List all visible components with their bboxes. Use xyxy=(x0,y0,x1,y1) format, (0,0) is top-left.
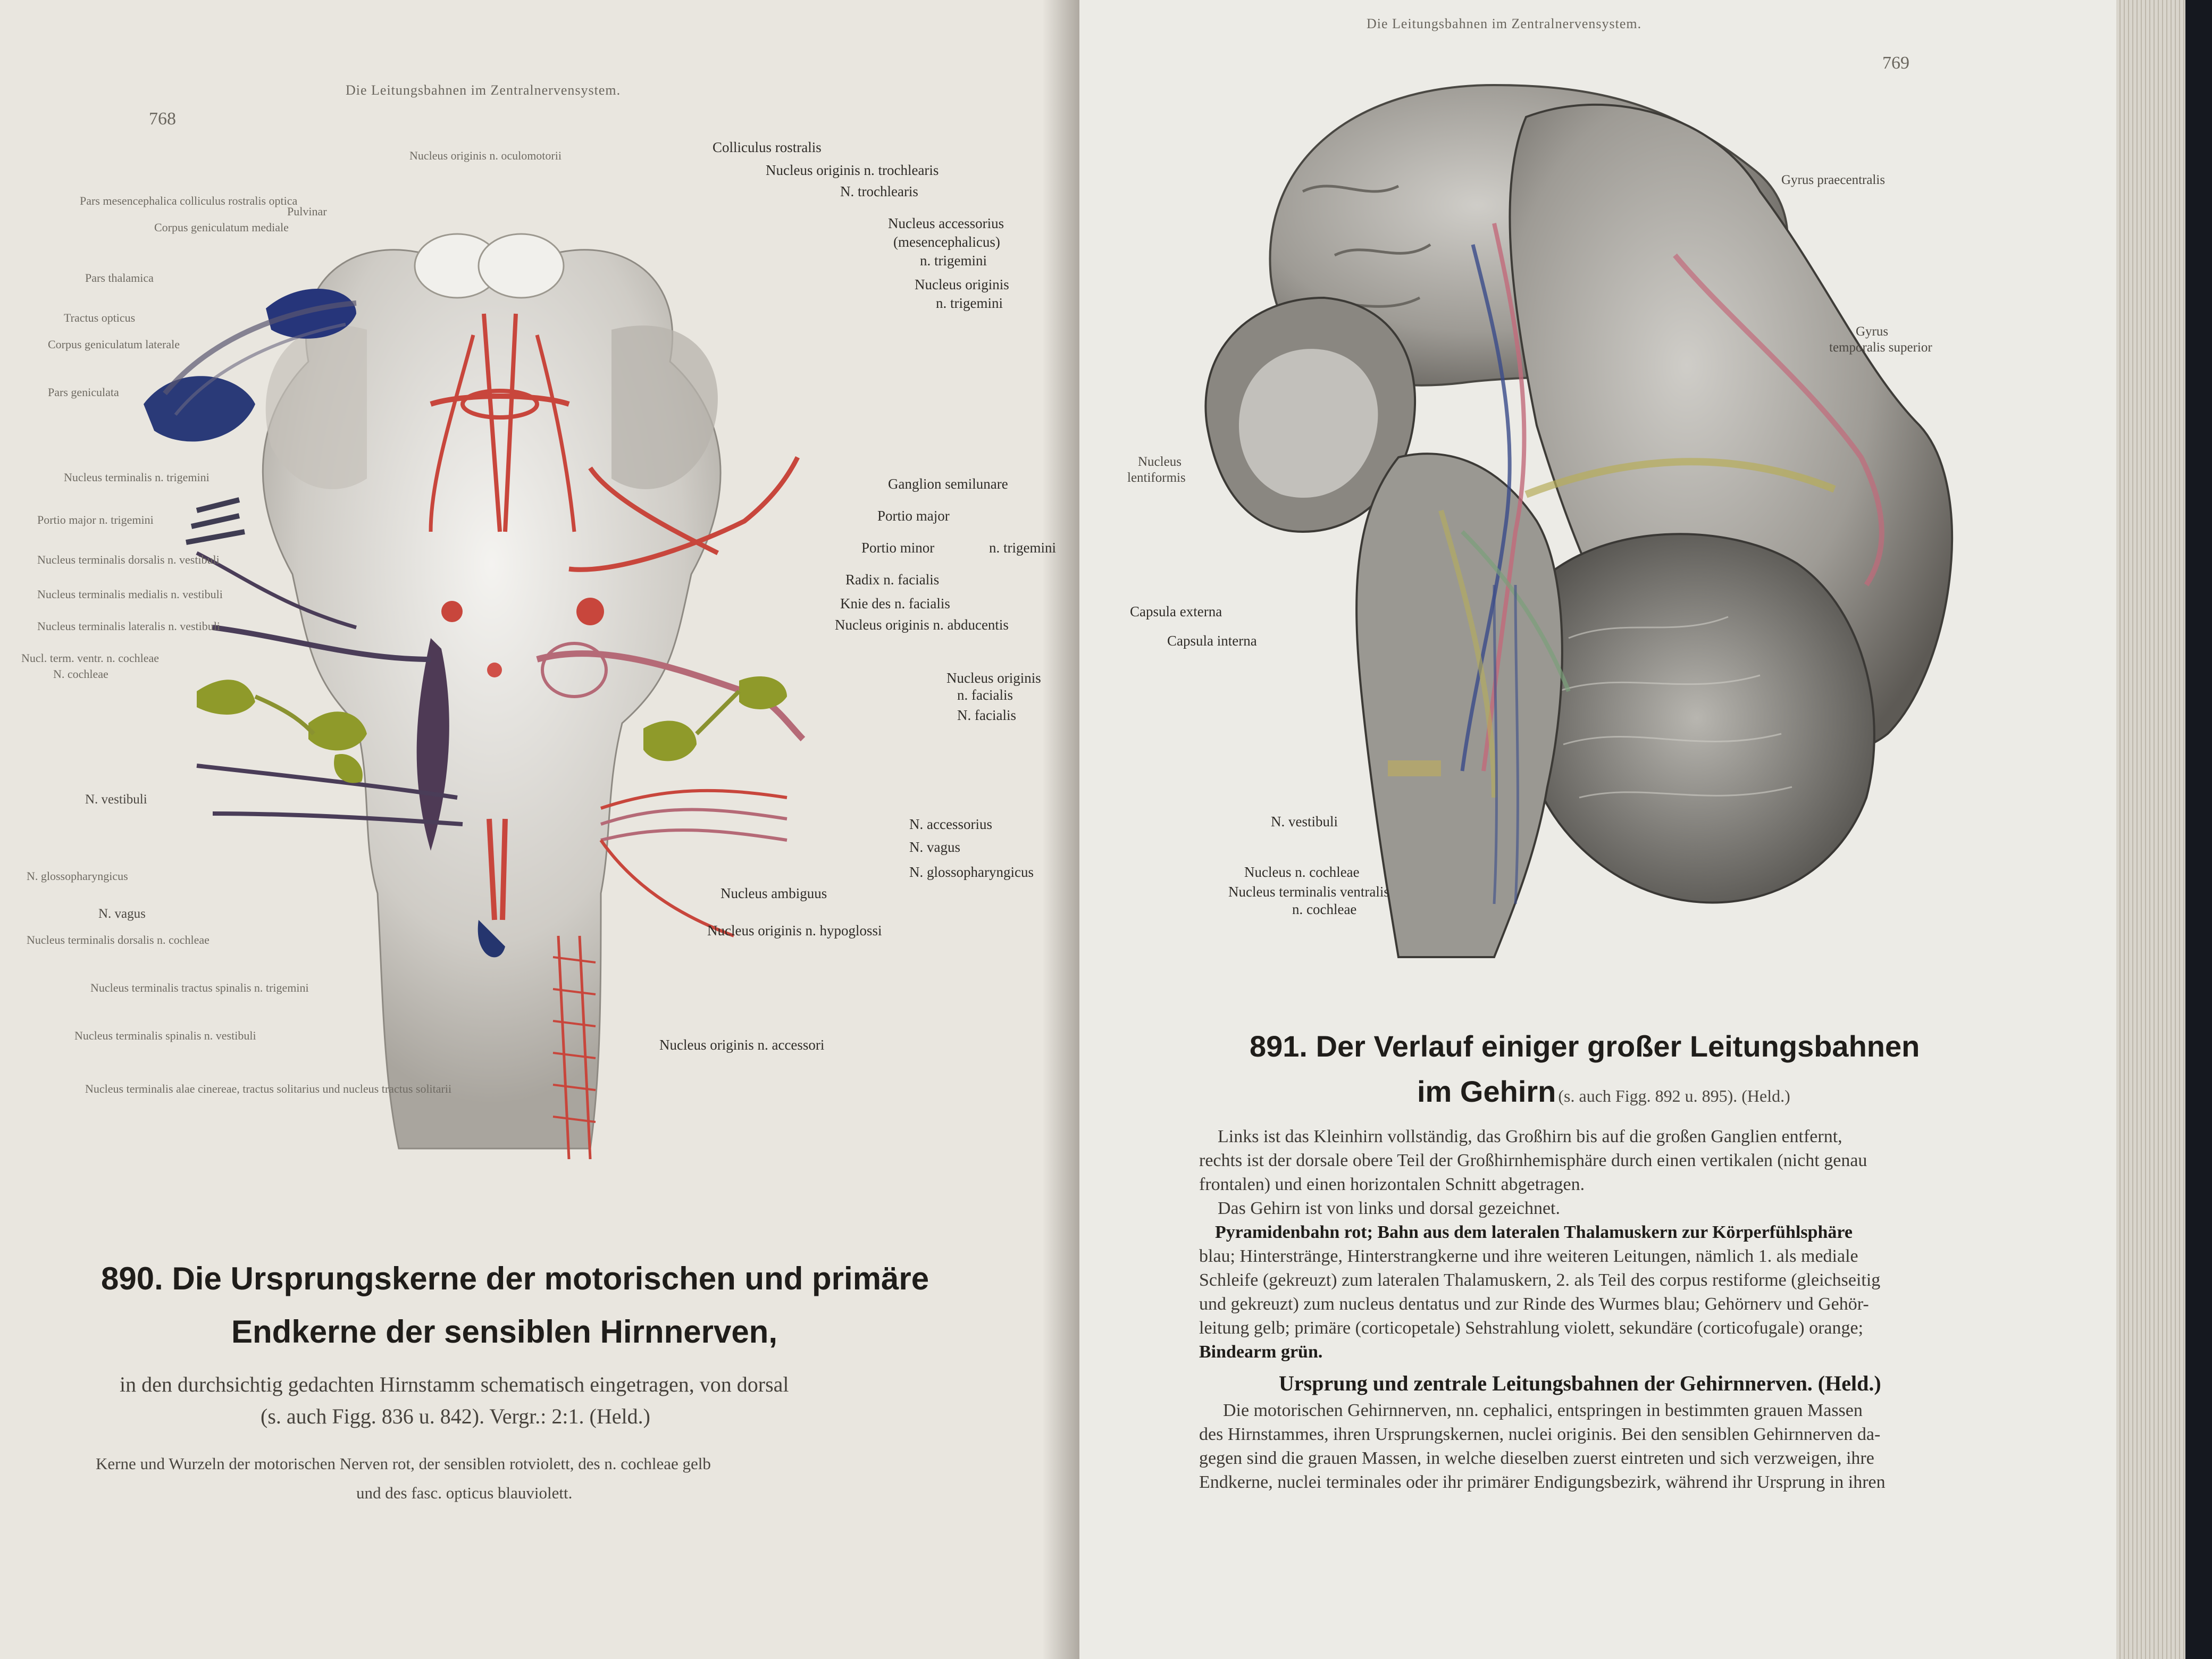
label-left-5: Tractus opticus xyxy=(64,311,136,324)
label-nucleus-accessorius: Nucleus accessorius xyxy=(888,215,1004,231)
label-nucleus-terminalis-2: n. cochleae xyxy=(1292,901,1357,917)
figure-890-sub-1: in den durchsichtig gedachten Hirnstamm … xyxy=(120,1372,789,1396)
label-n-vagus-left: N. vagus xyxy=(98,907,146,921)
body-line-6: Schleife (gekreuzt) zum lateralen Thalam… xyxy=(1199,1270,1881,1290)
label-nucleus-lentiformis-2: lentiformis xyxy=(1127,471,1186,485)
label-left-12: Nucleus terminalis lateralis n. vestibul… xyxy=(37,619,220,633)
figure-891-title-line2: im Gehirn (s. auch Figg. 892 u. 895). (H… xyxy=(1417,1074,1790,1109)
label-nucleus-originis-fac: Nucleus originis xyxy=(946,670,1041,686)
figure-890-sub-2: (s. auch Figg. 836 u. 842). Vergr.: 2:1.… xyxy=(261,1404,650,1428)
running-head: Die Leitungsbahnen im Zentralnervensyste… xyxy=(1367,16,1642,31)
label-nucleus-lentiformis-1: Nucleus xyxy=(1138,455,1182,469)
label-portio-major: Portio major xyxy=(877,508,950,524)
figure-number: 890. xyxy=(101,1261,163,1296)
label-n-facialis-1: n. facialis xyxy=(957,687,1013,703)
brain-illustration xyxy=(1204,83,1953,958)
label-left-0: Pars mesencephalica colliculus rostralis… xyxy=(80,194,298,207)
label-n-trigemini-2: n. trigemini xyxy=(936,295,1003,311)
label-left-10: Nucleus terminalis dorsalis n. vestibuli xyxy=(37,553,220,566)
label-left-14: N. cochleae xyxy=(53,667,108,681)
section-line-2: gegen sind die grauen Massen, in welche … xyxy=(1199,1448,1874,1468)
section-line-3: Endkerne, nuclei terminales oder ihr pri… xyxy=(1199,1472,1886,1492)
label-nucleus-abducentis: Nucleus originis n. abducentis xyxy=(835,617,1009,633)
label-n-glossopharyngicus-right: N. glossopharyngicus xyxy=(909,864,1034,880)
label-left-20: Nucleus terminalis spinalis n. vestibuli xyxy=(74,1029,256,1042)
label-portio-minor: Portio minor xyxy=(861,540,935,556)
label-n-vestibuli-left: N. vestibuli xyxy=(85,792,147,807)
body-line-4: Pyramidenbahn rot; Bahn aus dem laterale… xyxy=(1215,1222,1853,1242)
label-n-glossopharyngicus-left: N. glossopharyngicus xyxy=(27,869,128,883)
body-line-2: frontalen) und einen horizontalen Schnit… xyxy=(1199,1175,1585,1194)
book-cover-edge xyxy=(2185,0,2212,1659)
section-line-1: des Hirnstammes, ihren Ursprungskernen, … xyxy=(1199,1425,1881,1444)
body-line-8: leitung gelb; primäre (corticopetale) Se… xyxy=(1199,1318,1864,1338)
left-page: Die Leitungsbahnen im Zentralnervensyste… xyxy=(0,0,1079,1659)
label-gyrus-temporalis-1: Gyrus xyxy=(1856,324,1889,339)
label-left-7: Pars geniculata xyxy=(48,386,119,399)
label-left-1: Pulvinar xyxy=(287,205,327,218)
label-gyrus-praecentralis: Gyrus praecentralis xyxy=(1781,173,1886,187)
body-line-0: Links ist das Kleinhirn vollständig, das… xyxy=(1218,1127,1842,1146)
label-nucleus-hypoglossi: Nucleus originis n. hypoglossi xyxy=(707,923,882,939)
label-n-trochlearis: N. trochlearis xyxy=(840,183,918,199)
body-line-9: Bindearm grün. xyxy=(1199,1342,1323,1362)
label-left-11: Nucleus terminalis medialis n. vestibuli xyxy=(37,588,223,601)
page-number: 768 xyxy=(149,109,176,129)
label-ganglion-semilunare: Ganglion semilunare xyxy=(888,476,1008,492)
figure-890-note-1: Kerne und Wurzeln der motorischen Nerven… xyxy=(96,1454,711,1473)
body-line-3: Das Gehirn ist von links und dorsal geze… xyxy=(1218,1199,1560,1218)
figure-number: 891. xyxy=(1250,1029,1308,1063)
label-capsula-externa: Capsula externa xyxy=(1130,604,1222,619)
figure-title-ref: (s. auch Figg. 892 u. 895). (Held.) xyxy=(1558,1086,1790,1105)
label-left-8: Nucleus terminalis n. trigemini xyxy=(64,471,210,484)
page-number: 769 xyxy=(1882,53,1909,73)
label-left-13: Nucl. term. ventr. n. cochleae xyxy=(21,651,160,665)
label-colliculus-rostralis: Colliculus rostralis xyxy=(713,139,822,155)
label-nucleus-accessori: Nucleus originis n. accessori xyxy=(659,1037,825,1053)
label-n-vagus-right: N. vagus xyxy=(909,839,960,855)
figure-title-1: Die Ursprungskerne der motorischen und p… xyxy=(172,1261,929,1296)
label-n-vestibuli: N. vestibuli xyxy=(1271,814,1338,830)
figure-title-2: im Gehirn xyxy=(1417,1075,1556,1108)
label-nucleus-trochlearis: Nucleus originis n. trochlearis xyxy=(766,162,939,178)
figure-890-title-line1: 890. Die Ursprungskerne der motorischen … xyxy=(101,1260,929,1297)
label-left-9: Portio major n. trigemini xyxy=(37,513,154,526)
section-line-0: Die motorischen Gehirnnerven, nn. cephal… xyxy=(1223,1401,1863,1420)
label-n-trigemini-1: n. trigemini xyxy=(920,253,987,269)
label-radix-facialis: Radix n. facialis xyxy=(845,572,940,588)
label-nucleus-originis-trig: Nucleus originis xyxy=(915,276,1009,292)
label-left-6: Corpus geniculatum laterale xyxy=(48,338,180,351)
figure-890-note-2: und des fasc. opticus blauviolett. xyxy=(356,1484,573,1502)
body-line-1: rechts ist der dorsale obere Teil der Gr… xyxy=(1199,1151,1867,1170)
body-line-5: blau; Hinterstränge, Hinterstrangkerne u… xyxy=(1199,1246,1858,1266)
label-left-21: Nucleus terminalis alae cinereae, tractu… xyxy=(85,1082,452,1095)
section-heading: Ursprung und zentrale Leitungsbahnen der… xyxy=(1279,1371,1881,1395)
label-knie-facialis: Knie des n. facialis xyxy=(840,596,950,611)
running-head: Die Leitungsbahnen im Zentralnervensyste… xyxy=(346,82,621,98)
label-gyrus-temporalis-2: temporalis superior xyxy=(1829,340,1932,355)
label-nucleus-ambiguus: Nucleus ambiguus xyxy=(720,885,827,901)
label-left-2: Corpus geniculatum mediale xyxy=(154,221,289,234)
brainstem-illustration xyxy=(144,233,806,1159)
figure-title-1: Der Verlauf einiger großer Leitungsbahne… xyxy=(1316,1029,1920,1063)
label-nucleus-cochleae: Nucleus n. cochleae xyxy=(1244,864,1360,880)
label-nucleus-terminalis-1: Nucleus terminalis ventralis xyxy=(1228,884,1389,900)
label-left-4: Pars thalamica xyxy=(85,271,154,284)
label-capsula-interna: Capsula interna xyxy=(1167,633,1257,649)
label-n-accessorius: N. accessorius xyxy=(909,816,992,832)
figure-890-title-line2: Endkerne der sensiblen Hirnnerven, xyxy=(231,1314,778,1350)
label-n-facialis-2: N. facialis xyxy=(957,707,1016,723)
label-mesencephalicus: (mesencephalicus) xyxy=(893,234,1000,250)
body-line-7: und gekreuzt) zum nucleus dentatus und z… xyxy=(1199,1294,1869,1314)
label-left-19: Nucleus terminalis tractus spinalis n. t… xyxy=(90,981,309,994)
right-page: Die Leitungsbahnen im Zentralnervensyste… xyxy=(1079,0,2116,1659)
figure-891-title-line1: 891. Der Verlauf einiger großer Leitungs… xyxy=(1250,1029,1920,1063)
label-left-3: Nucleus originis n. oculomotorii xyxy=(409,149,562,162)
label-left-18: Nucleus terminalis dorsalis n. cochleae xyxy=(27,933,210,946)
